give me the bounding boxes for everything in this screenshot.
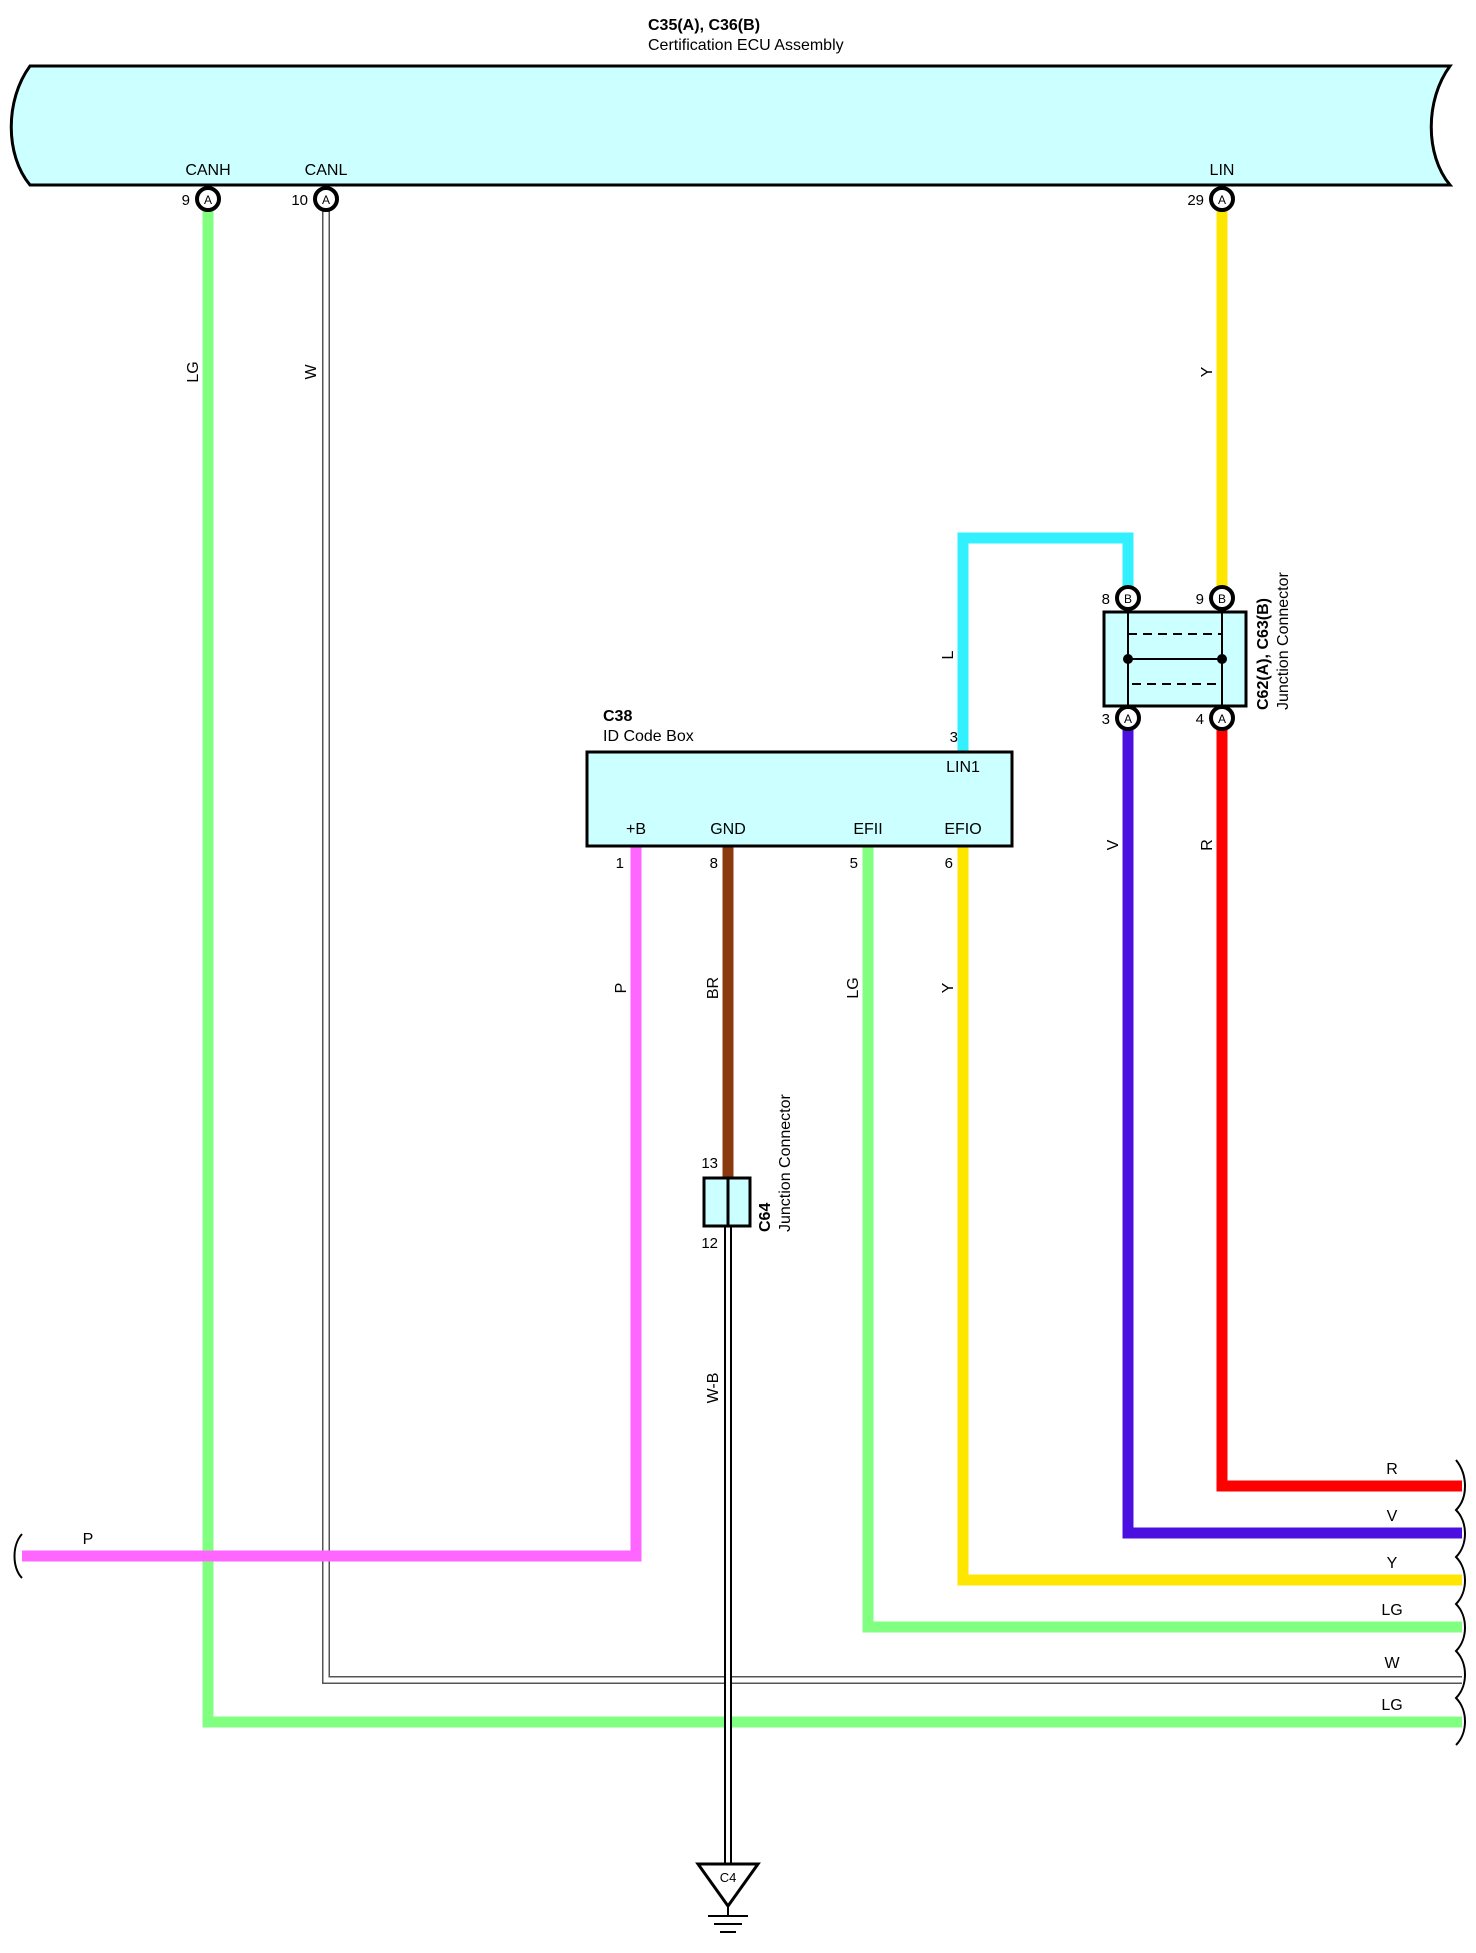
- svg-text:B: B: [1218, 592, 1226, 606]
- id-box-pin-number-gnd: 8: [710, 855, 718, 872]
- wire-label-gnd: BR: [705, 977, 722, 999]
- svg-text:A: A: [1218, 193, 1226, 207]
- svg-text:4: 4: [1196, 711, 1204, 728]
- wire-plusb-p: [22, 846, 642, 1562]
- junction-c62-name: Junction Connector: [1275, 571, 1292, 710]
- ecu-pin-label-canl: CANL: [305, 162, 348, 179]
- wire-label-lin: Y: [1199, 366, 1216, 377]
- junction-c62-code: C62(A), C63(B): [1255, 598, 1272, 710]
- left-continuation-break: [13, 1533, 23, 1579]
- wire-label-canl: W: [303, 364, 320, 380]
- c64-pin-13: 13: [701, 1155, 718, 1172]
- junction-pin-4: 4 A: [1196, 705, 1235, 731]
- junction-pin-9: 9 B: [1196, 585, 1235, 611]
- wire-label-junction-v: V: [1105, 839, 1122, 850]
- svg-text:9: 9: [1196, 591, 1204, 608]
- ecu-pin-canl: 10 A: [291, 186, 339, 212]
- ground-symbol: [695, 1862, 761, 1933]
- junction-pin-3: 3 A: [1102, 705, 1141, 731]
- exit-label-p: P: [83, 1531, 94, 1548]
- wire-canl-w: [322, 210, 1462, 1684]
- id-box-pin-label-gnd: GND: [710, 821, 746, 838]
- wire-junction-v: [1122, 718, 1462, 1539]
- svg-text:8: 8: [1102, 591, 1110, 608]
- exit-label-r: R: [1386, 1461, 1398, 1478]
- wire-efii-lg: [862, 846, 1462, 1633]
- wire-efio-y: [957, 846, 1462, 1586]
- svg-text:10: 10: [291, 192, 308, 209]
- exit-label-y: Y: [1387, 1555, 1398, 1572]
- id-box-code: C38: [603, 708, 632, 725]
- ecu-name: Certification ECU Assembly: [648, 37, 844, 54]
- wire-label-lin1: L: [940, 650, 957, 659]
- junction-connector-c64: [702, 1176, 752, 1228]
- right-continuation-break: [1454, 1459, 1466, 1746]
- wire-junction-r: [1216, 718, 1462, 1492]
- id-box-pin-label-lin1: LIN1: [946, 759, 980, 776]
- id-box-pin-label-plusb: +B: [626, 821, 646, 838]
- wire-canh-lg: [202, 210, 1462, 1728]
- svg-text:3: 3: [1102, 711, 1110, 728]
- id-box-pin-label-efio: EFIO: [944, 821, 981, 838]
- wire-label-plusb: P: [613, 983, 630, 994]
- c64-name: Junction Connector: [777, 1093, 794, 1232]
- c64-pin-12: 12: [701, 1235, 718, 1252]
- c64-code: C64: [757, 1203, 774, 1232]
- wire-lin1-l: [957, 532, 1134, 752]
- svg-text:9: 9: [182, 192, 190, 209]
- svg-text:A: A: [1218, 712, 1226, 726]
- id-box-pin-number-efio: 6: [945, 855, 953, 872]
- id-box-pin-number-efii: 5: [850, 855, 858, 872]
- wire-label-efio: Y: [940, 982, 957, 993]
- exit-label-w: W: [1384, 1655, 1400, 1672]
- svg-text:B: B: [1124, 592, 1132, 606]
- junction-pin-8: 8 B: [1102, 585, 1141, 611]
- svg-text:29: 29: [1187, 192, 1204, 209]
- wire-label-efii: LG: [845, 977, 862, 998]
- ecu-pin-label-canh: CANH: [185, 162, 230, 179]
- wire-label-ground: W-B: [705, 1373, 722, 1404]
- svg-text:A: A: [1124, 712, 1132, 726]
- svg-text:A: A: [322, 193, 330, 207]
- ground-code: C4: [720, 1870, 737, 1885]
- junction-connector-c62: [1102, 610, 1248, 708]
- id-box-pin-label-efii: EFII: [853, 821, 882, 838]
- exit-label-v: V: [1387, 1508, 1398, 1525]
- ecu-code: C35(A), C36(B): [648, 17, 760, 34]
- id-box-name: ID Code Box: [603, 728, 694, 745]
- ecu-pin-label-lin: LIN: [1210, 162, 1235, 179]
- id-code-box: [585, 750, 1014, 848]
- exit-label-lg-2: LG: [1381, 1697, 1402, 1714]
- wire-label-canh: LG: [185, 361, 202, 382]
- wire-label-junction-r: R: [1199, 839, 1216, 851]
- id-box-pin-number-lin1: 3: [950, 729, 958, 746]
- ecu-pin-lin: 29 A: [1187, 186, 1235, 212]
- ecu-pin-canh: 9 A: [182, 186, 221, 212]
- exit-label-lg-1: LG: [1381, 1602, 1402, 1619]
- svg-text:A: A: [204, 193, 212, 207]
- id-box-pin-number-plusb: 1: [616, 855, 624, 872]
- ecu-assembly-box: [9, 64, 1454, 187]
